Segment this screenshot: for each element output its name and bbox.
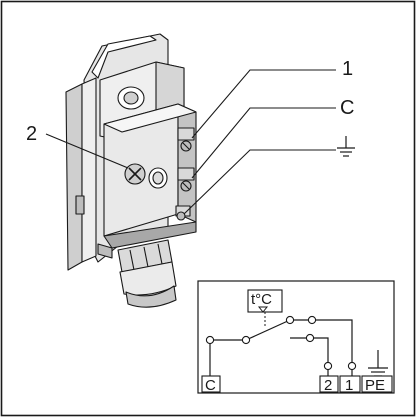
- gland-body: [119, 261, 177, 296]
- callout-label-c: C: [340, 97, 354, 119]
- callout-label-2: 2: [26, 123, 37, 145]
- side-rail: [65, 83, 83, 271]
- leader-1: [191, 69, 336, 139]
- wiring-schematic: t°C: [197, 280, 395, 394]
- terminal-block-top: [103, 103, 197, 133]
- rail-clip: [75, 195, 85, 215]
- adjust-knob-center: [123, 91, 139, 105]
- leader-c: [191, 107, 336, 179]
- terminal-ground: [175, 205, 191, 221]
- gland-seal: [125, 285, 177, 308]
- cable-hole-inner: [152, 171, 164, 185]
- terminal-strip: [201, 375, 393, 393]
- terminal-label-pe: PE: [365, 377, 385, 394]
- terminal-1: [177, 127, 195, 152]
- thermostat-device-illustration: [65, 33, 197, 308]
- leader-2: [45, 133, 129, 169]
- terminal-label-2: 2: [324, 377, 332, 394]
- terminal-label-c: C: [205, 377, 216, 394]
- screw-2-slot-cross: [128, 167, 142, 181]
- terminal-c: [177, 167, 195, 192]
- terminal-label-1: 1: [345, 377, 353, 394]
- leader-ground: [183, 149, 336, 215]
- callout-leaders: [45, 69, 336, 215]
- side-rail-face: [81, 77, 97, 263]
- sensor-label: t°C: [251, 291, 272, 308]
- base-lip: [97, 243, 113, 259]
- schematic-box: [197, 280, 395, 394]
- sensor-icon: [257, 306, 269, 313]
- ground-icon: [337, 136, 355, 157]
- callout-label-1: 1: [342, 58, 353, 80]
- mounting-plate-rim: [91, 35, 157, 79]
- contact-points: [205, 315, 357, 371]
- base-plate: [103, 221, 197, 249]
